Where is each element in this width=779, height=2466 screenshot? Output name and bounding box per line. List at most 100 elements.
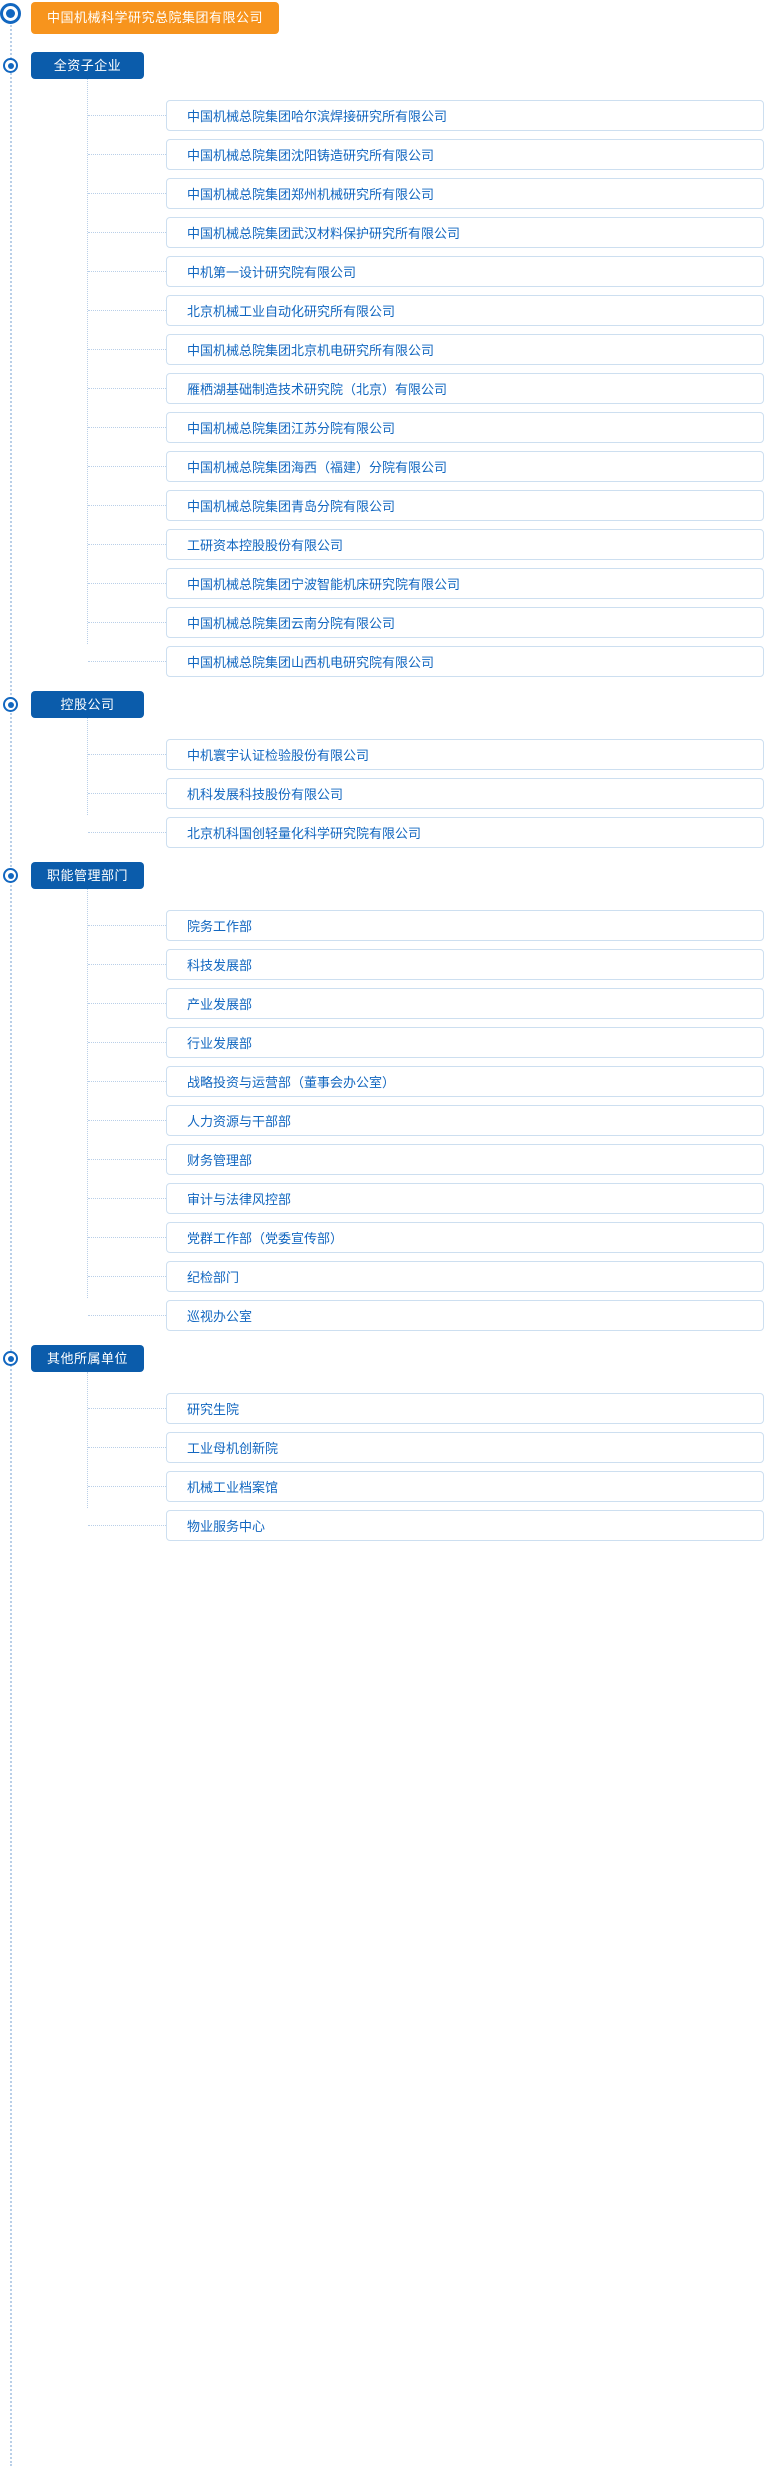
org-item-row: 院务工作部 (0, 906, 779, 945)
section-title[interactable]: 控股公司 (31, 691, 144, 718)
org-item-row: 中国机械总院集团沈阳铸造研究所有限公司 (0, 135, 779, 174)
org-item[interactable]: 中机寰宇认证检验股份有限公司 (166, 739, 764, 770)
org-item-row: 科技发展部 (0, 945, 779, 984)
item-horizontal-connector (88, 349, 166, 350)
section-vertical-connector (87, 79, 88, 644)
item-horizontal-connector (88, 1276, 166, 1277)
org-item-row: 财务管理部 (0, 1140, 779, 1179)
org-item[interactable]: 机械工业档案馆 (166, 1471, 764, 1502)
org-item[interactable]: 审计与法律风控部 (166, 1183, 764, 1214)
section-title[interactable]: 全资子企业 (31, 52, 144, 79)
org-item[interactable]: 机科发展科技股份有限公司 (166, 778, 764, 809)
org-item[interactable]: 北京机科国创轻量化科学研究院有限公司 (166, 817, 764, 848)
item-horizontal-connector (88, 1315, 166, 1316)
section-header-row: 控股公司 (0, 681, 779, 815)
org-item[interactable]: 纪检部门 (166, 1261, 764, 1292)
org-item[interactable]: 研究生院 (166, 1393, 764, 1424)
org-item[interactable]: 中国机械总院集团云南分院有限公司 (166, 607, 764, 638)
item-horizontal-connector (88, 583, 166, 584)
section-bullet-icon (3, 58, 18, 73)
org-item[interactable]: 财务管理部 (166, 1144, 764, 1175)
section-vertical-connector (87, 889, 88, 1298)
org-item-row: 北京机科国创轻量化科学研究院有限公司 (0, 813, 779, 852)
org-item[interactable]: 中国机械总院集团海西（福建）分院有限公司 (166, 451, 764, 482)
item-horizontal-connector (88, 1081, 166, 1082)
org-item-row: 中国机械总院集团江苏分院有限公司 (0, 408, 779, 447)
item-horizontal-connector (88, 310, 166, 311)
org-item-row: 中国机械总院集团海西（福建）分院有限公司 (0, 447, 779, 486)
org-item-row: 中机第一设计研究院有限公司 (0, 252, 779, 291)
org-item-row: 机科发展科技股份有限公司 (0, 774, 779, 813)
section-title[interactable]: 其他所属单位 (31, 1345, 144, 1372)
item-horizontal-connector (88, 115, 166, 116)
org-section: 职能管理部门院务工作部科技发展部产业发展部行业发展部战略投资与运营部（董事会办公… (0, 852, 779, 1335)
org-item[interactable]: 物业服务中心 (166, 1510, 764, 1541)
org-item[interactable]: 中国机械总院集团哈尔滨焊接研究所有限公司 (166, 100, 764, 131)
org-item[interactable]: 中国机械总院集团郑州机械研究所有限公司 (166, 178, 764, 209)
org-item[interactable]: 产业发展部 (166, 988, 764, 1019)
org-item-row: 工研资本控股股份有限公司 (0, 525, 779, 564)
org-item[interactable]: 中国机械总院集团山西机电研究院有限公司 (166, 646, 764, 677)
org-item[interactable]: 科技发展部 (166, 949, 764, 980)
section-header-row: 职能管理部门 (0, 852, 779, 1298)
item-horizontal-connector (88, 1120, 166, 1121)
item-horizontal-connector (88, 754, 166, 755)
section-vertical-connector (87, 1372, 88, 1508)
org-item-row: 雁栖湖基础制造技术研究院（北京）有限公司 (0, 369, 779, 408)
org-item[interactable]: 中国机械总院集团沈阳铸造研究所有限公司 (166, 139, 764, 170)
item-horizontal-connector (88, 661, 166, 662)
org-item-row: 机械工业档案馆 (0, 1467, 779, 1506)
org-item[interactable]: 工业母机创新院 (166, 1432, 764, 1463)
org-item[interactable]: 北京机械工业自动化研究所有限公司 (166, 295, 764, 326)
org-item-row: 中国机械总院集团北京机电研究所有限公司 (0, 330, 779, 369)
org-item[interactable]: 院务工作部 (166, 910, 764, 941)
section-header-row: 全资子企业 (0, 42, 779, 644)
item-horizontal-connector (88, 622, 166, 623)
org-item[interactable]: 雁栖湖基础制造技术研究院（北京）有限公司 (166, 373, 764, 404)
root-bullet-icon (0, 3, 21, 24)
org-item[interactable]: 行业发展部 (166, 1027, 764, 1058)
org-item-row: 中国机械总院集团郑州机械研究所有限公司 (0, 174, 779, 213)
item-horizontal-connector (88, 544, 166, 545)
org-item-row: 产业发展部 (0, 984, 779, 1023)
item-horizontal-connector (88, 1159, 166, 1160)
org-item[interactable]: 人力资源与干部部 (166, 1105, 764, 1136)
item-horizontal-connector (88, 925, 166, 926)
item-horizontal-connector (88, 466, 166, 467)
item-horizontal-connector (88, 271, 166, 272)
section-bullet-icon (3, 868, 18, 883)
org-item[interactable]: 巡视办公室 (166, 1300, 764, 1331)
org-item[interactable]: 中机第一设计研究院有限公司 (166, 256, 764, 287)
item-horizontal-connector (88, 793, 166, 794)
item-horizontal-connector (88, 193, 166, 194)
item-horizontal-connector (88, 388, 166, 389)
org-item-row: 中国机械总院集团青岛分院有限公司 (0, 486, 779, 525)
item-horizontal-connector (88, 232, 166, 233)
org-item-row: 人力资源与干部部 (0, 1101, 779, 1140)
org-item[interactable]: 党群工作部（党委宣传部） (166, 1222, 764, 1253)
org-item-row: 战略投资与运营部（董事会办公室） (0, 1062, 779, 1101)
org-item-row: 北京机械工业自动化研究所有限公司 (0, 291, 779, 330)
org-item-row: 中国机械总院集团武汉材料保护研究所有限公司 (0, 213, 779, 252)
main-vertical-connector (10, 18, 12, 2466)
item-horizontal-connector (88, 1198, 166, 1199)
org-item-row: 巡视办公室 (0, 1296, 779, 1335)
org-item[interactable]: 工研资本控股股份有限公司 (166, 529, 764, 560)
org-item[interactable]: 中国机械总院集团北京机电研究所有限公司 (166, 334, 764, 365)
org-item-row: 纪检部门 (0, 1257, 779, 1296)
section-items: 院务工作部科技发展部产业发展部行业发展部战略投资与运营部（董事会办公室） 人力资源… (0, 906, 779, 1335)
org-item[interactable]: 中国机械总院集团宁波智能机床研究院有限公司 (166, 568, 764, 599)
org-item[interactable]: 中国机械总院集团青岛分院有限公司 (166, 490, 764, 521)
section-header-row: 其他所属单位 (0, 1335, 779, 1508)
sections-container: 全资子企业中国机械总院集团哈尔滨焊接研究所有限公司中国机械总院集团沈阳铸造研究所… (0, 42, 779, 1545)
org-item[interactable]: 中国机械总院集团江苏分院有限公司 (166, 412, 764, 443)
org-item-row: 中国机械总院集团山西机电研究院有限公司 (0, 642, 779, 681)
org-item-row: 行业发展部 (0, 1023, 779, 1062)
section-title[interactable]: 职能管理部门 (31, 862, 144, 889)
org-item[interactable]: 中国机械总院集团武汉材料保护研究所有限公司 (166, 217, 764, 248)
item-horizontal-connector (88, 1447, 166, 1448)
item-horizontal-connector (88, 505, 166, 506)
org-section: 其他所属单位研究生院工业母机创新院机械工业档案馆物业服务中心 (0, 1335, 779, 1545)
org-item[interactable]: 战略投资与运营部（董事会办公室） (166, 1066, 764, 1097)
root-node[interactable]: 中国机械科学研究总院集团有限公司 (31, 2, 280, 34)
